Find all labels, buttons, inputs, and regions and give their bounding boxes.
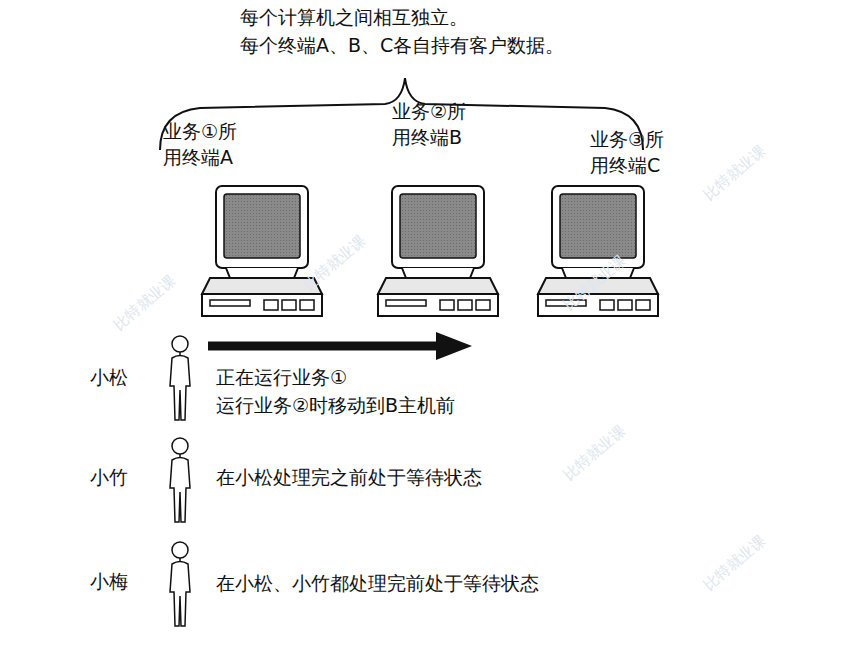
terminal-label: 业务①所 (163, 120, 237, 143)
note: 每个终端A、B、C各自持有客户数据。 (240, 34, 564, 57)
action-text: 运行业务②时移动到B主机前 (216, 394, 455, 417)
terminal-a (202, 186, 322, 316)
move-arrow (208, 342, 440, 351)
watermark: 比特就业课 (700, 532, 769, 594)
person-name: 小竹 (90, 466, 128, 489)
person-name: 小梅 (90, 570, 128, 593)
terminal-label: 用终端A (163, 146, 233, 169)
action-text: 在小松处理完之前处于等待状态 (216, 466, 482, 489)
terminal-label: 业务③所 (590, 128, 664, 151)
person-name: 小松 (90, 366, 128, 389)
terminal-c (538, 186, 658, 316)
person (170, 542, 190, 626)
watermark: 比特就业课 (300, 232, 369, 294)
watermark: 比特就业课 (110, 272, 179, 334)
action-text: 在小松、小竹都处理完前处于等待状态 (216, 572, 539, 595)
watermark: 比特就业课 (560, 422, 629, 484)
person (170, 438, 190, 522)
brace (160, 78, 643, 150)
action-text: 正在运行业务① (216, 366, 347, 389)
terminal-b (378, 186, 498, 316)
terminal-label: 业务②所 (392, 100, 466, 123)
person (170, 336, 190, 420)
watermark: 比特就业课 (700, 142, 769, 204)
terminal-label: 用终端B (392, 126, 462, 149)
terminal-label: 用终端C (590, 154, 660, 177)
arrow-head (436, 332, 472, 360)
note: 每个计算机之间相互独立。 (240, 6, 468, 29)
